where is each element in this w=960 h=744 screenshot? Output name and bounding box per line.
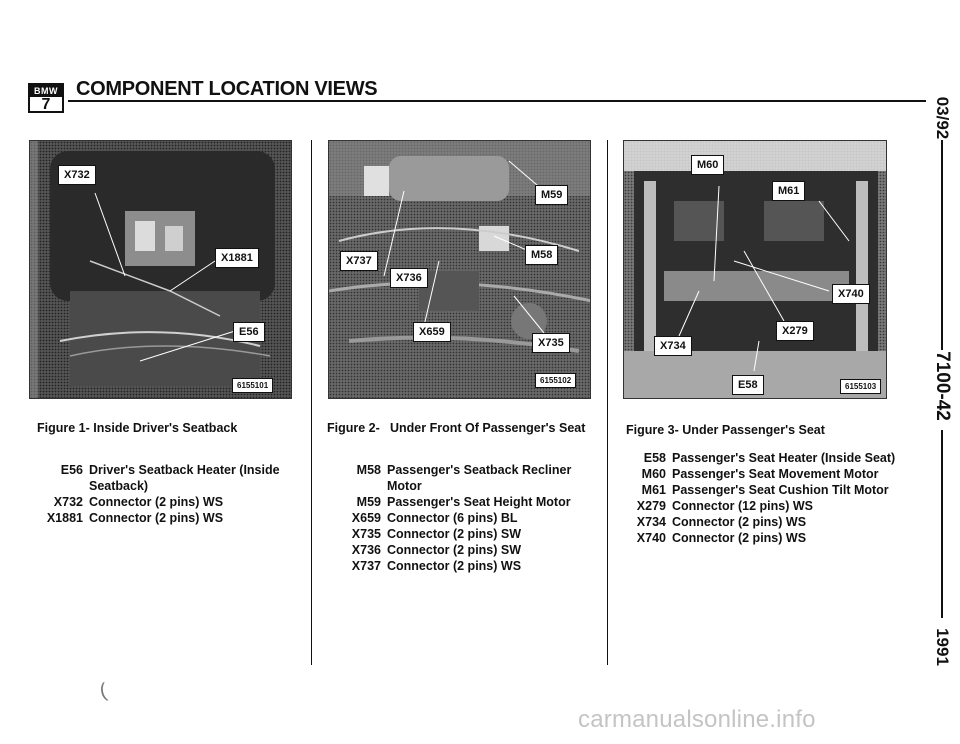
legend-description: Connector (2 pins) WS — [89, 511, 224, 525]
figure-2-caption: Figure 2- Under Front Of Passenger's Sea… — [327, 420, 597, 436]
margin-rule-lower — [941, 430, 943, 618]
callout-e58: E58 — [732, 375, 764, 395]
page-title: COMPONENT LOCATION VIEWS — [76, 78, 378, 100]
callout-x735: X735 — [532, 333, 570, 353]
legend-description: Connector (2 pins) WS — [387, 559, 522, 573]
figure-1-caption: Figure 1- Inside Driver's Seatback — [37, 420, 297, 436]
figure-3-photo-number: 6155103 — [840, 379, 882, 394]
legend-item: X737 Connector (2 pins) WS — [327, 558, 597, 574]
watermark: carmanualsonline.info — [578, 706, 816, 733]
callout-x736: X736 — [390, 268, 428, 288]
legend-item: X740 Connector (2 pins) WS — [626, 530, 896, 546]
callout-x737: X737 — [340, 251, 378, 271]
legend-description: Driver's Seatback Heater (Inside Seatbac… — [89, 463, 280, 493]
legend-item: X732 Connector (2 pins) WS — [37, 494, 299, 510]
figure-1-photo: X732 X1881 E56 6155101 — [29, 140, 292, 399]
legend-code: X735 — [351, 527, 381, 541]
legend-description: Connector (2 pins) WS — [89, 495, 224, 509]
header-rule — [68, 100, 926, 102]
figure-3-caption-label: Figure 3- — [626, 423, 679, 437]
legend-code: X737 — [351, 559, 381, 573]
legend-code: X740 — [636, 531, 666, 545]
figure-2-caption-text: Under Front Of Passenger's Seat — [390, 421, 586, 435]
logo-brand: BMW — [30, 85, 62, 97]
figure-3-caption-text: Under Passenger's Seat — [682, 423, 825, 437]
legend-item: E56 Driver's Seatback Heater (Inside Sea… — [37, 462, 299, 494]
figure-2-photo-number: 6155102 — [535, 373, 577, 388]
legend-code: E58 — [643, 451, 666, 465]
legend-code: X279 — [636, 499, 666, 513]
legend-description: Connector (2 pins) WS — [672, 515, 807, 529]
legend-item: X736 Connector (2 pins) SW — [327, 542, 597, 558]
callout-e56: E56 — [233, 322, 265, 342]
figure-3-photo-art — [624, 141, 886, 398]
legend-item: X1881 Connector (2 pins) WS — [37, 510, 299, 526]
legend-description: Passenger's Seat Cushion Tilt Motor — [672, 483, 889, 497]
callout-m58: M58 — [525, 245, 559, 265]
callout-m61: M61 — [772, 181, 806, 201]
legend-code: X736 — [351, 543, 381, 557]
margin-rule-upper — [941, 140, 943, 350]
legend-code: E56 — [60, 463, 83, 477]
legend-description: Passenger's Seat Height Motor — [387, 495, 571, 509]
legend-code: M58 — [356, 463, 381, 477]
column-divider-1 — [311, 140, 312, 665]
figure-1-legend: E56 Driver's Seatback Heater (Inside Sea… — [37, 462, 299, 526]
legend-code: X734 — [636, 515, 666, 529]
legend-code: X732 — [53, 495, 83, 509]
legend-description: Passenger's Seat Movement Motor — [672, 467, 879, 481]
figure-2-legend: M58 Passenger's Seatback Recliner Motor … — [327, 462, 597, 574]
legend-item: X734 Connector (2 pins) WS — [626, 514, 896, 530]
legend-item: X659 Connector (6 pins) BL — [327, 510, 597, 526]
margin-year: 1991 — [933, 628, 952, 666]
callout-m60: M60 — [691, 155, 725, 175]
figure-1-photo-number: 6155101 — [232, 378, 274, 393]
legend-code: M61 — [641, 483, 666, 497]
legend-description: Passenger's Seatback Recliner Motor — [387, 463, 572, 493]
legend-item: M61 Passenger's Seat Cushion Tilt Motor — [626, 482, 896, 498]
legend-item: E58 Passenger's Seat Heater (Inside Seat… — [626, 450, 896, 466]
callout-x659: X659 — [413, 322, 451, 342]
legend-description: Connector (6 pins) BL — [387, 511, 518, 525]
legend-code: X1881 — [46, 511, 83, 525]
callout-x734: X734 — [654, 336, 692, 356]
legend-code: M59 — [356, 495, 381, 509]
legend-description: Passenger's Seat Heater (Inside Seat) — [672, 451, 896, 465]
callout-x1881: X1881 — [215, 248, 259, 268]
figure-3-caption: Figure 3- Under Passenger's Seat — [626, 422, 896, 438]
figure-2-caption-label: Figure 2- — [327, 421, 380, 435]
legend-item: X735 Connector (2 pins) SW — [327, 526, 597, 542]
figure-1-caption-label: Figure 1- — [37, 421, 90, 435]
legend-description: Connector (2 pins) SW — [387, 543, 522, 557]
callout-m59: M59 — [535, 185, 569, 205]
legend-description: Connector (2 pins) SW — [387, 527, 522, 541]
legend-item: M60 Passenger's Seat Movement Motor — [626, 466, 896, 482]
figure-2-photo: M59 M58 X737 X736 X659 X735 6155102 — [328, 140, 591, 399]
bmw-7-logo: BMW 7 — [28, 83, 64, 113]
column-divider-2 — [607, 140, 608, 665]
legend-code: M60 — [641, 467, 666, 481]
legend-item: X279 Connector (12 pins) WS — [626, 498, 896, 514]
legend-item: M59 Passenger's Seat Height Motor — [327, 494, 597, 510]
callout-x732: X732 — [58, 165, 96, 185]
legend-description: Connector (2 pins) WS — [672, 531, 807, 545]
legend-description: Connector (12 pins) WS — [672, 499, 813, 513]
callout-x279: X279 — [776, 321, 814, 341]
figure-3-photo: M60 M61 X740 X279 X734 E58 6155103 — [623, 140, 887, 399]
figure-3-legend: E58 Passenger's Seat Heater (Inside Seat… — [626, 450, 896, 546]
callout-x740: X740 — [832, 284, 870, 304]
margin-section-number: 7100-42 — [932, 351, 953, 421]
stray-mark: ( — [97, 679, 109, 703]
legend-item: M58 Passenger's Seatback Recliner Motor — [327, 462, 597, 494]
legend-code: X659 — [351, 511, 381, 525]
figure-1-caption-text: Inside Driver's Seatback — [93, 421, 238, 435]
logo-series: 7 — [41, 96, 51, 113]
